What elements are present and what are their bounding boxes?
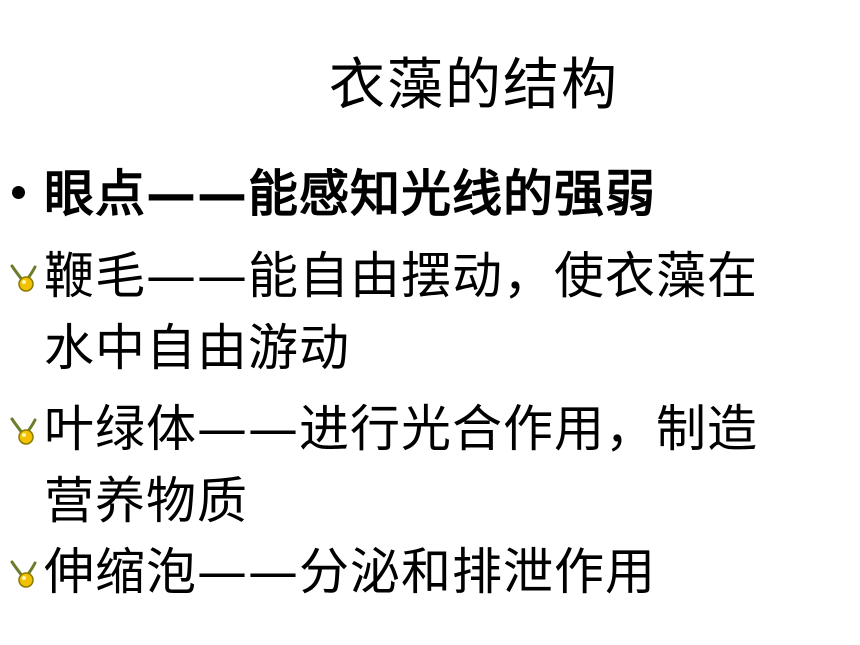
leaf-bullet-icon [10,264,37,292]
bullet-line: 伸缩泡——分泌和排泄作用 [44,543,656,601]
bullet-text: 鞭毛——能自由摆动，使衣藻在 水中自由游动 [44,240,854,384]
leaf-bullet-icon [10,417,37,445]
bullet-line: 眼点——能感知光线的强弱 [44,165,656,223]
bullet-text: 叶绿体——进行光合作用，制造 营养物质 [44,393,854,537]
bullet-line: 营养物质 [44,472,248,530]
bullet-line: 鞭毛——能自由摆动，使衣藻在 [44,247,758,305]
bullet-line: 叶绿体——进行光合作用，制造 [44,400,758,458]
bullet-text: 眼点——能感知光线的强弱 [44,158,854,230]
bullet-dot-icon [12,186,25,199]
slide-title: 衣藻的结构 [329,53,619,118]
bullet-line: 水中自由游动 [44,319,350,377]
bullet-text: 伸缩泡——分泌和排泄作用 [44,536,854,608]
leaf-bullet-icon [10,560,37,588]
